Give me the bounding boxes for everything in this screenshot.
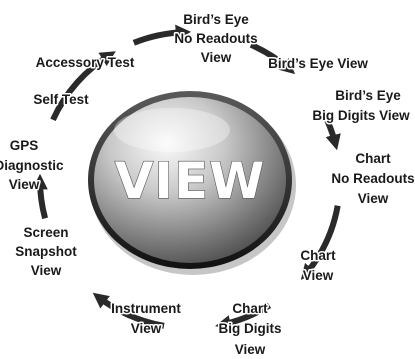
view-label-self-test: Self Test xyxy=(33,92,89,107)
view-label-birds-eye: Bird’s Eye View xyxy=(268,56,368,71)
view-button-highlight xyxy=(114,108,230,152)
cycle-arrow xyxy=(305,206,338,275)
view-button-label: VIEW xyxy=(115,152,266,210)
view-label-accessory-test: Accessory Test xyxy=(36,55,135,70)
view-button[interactable]: VIEW xyxy=(88,91,296,275)
cycle-arrow xyxy=(40,180,45,218)
